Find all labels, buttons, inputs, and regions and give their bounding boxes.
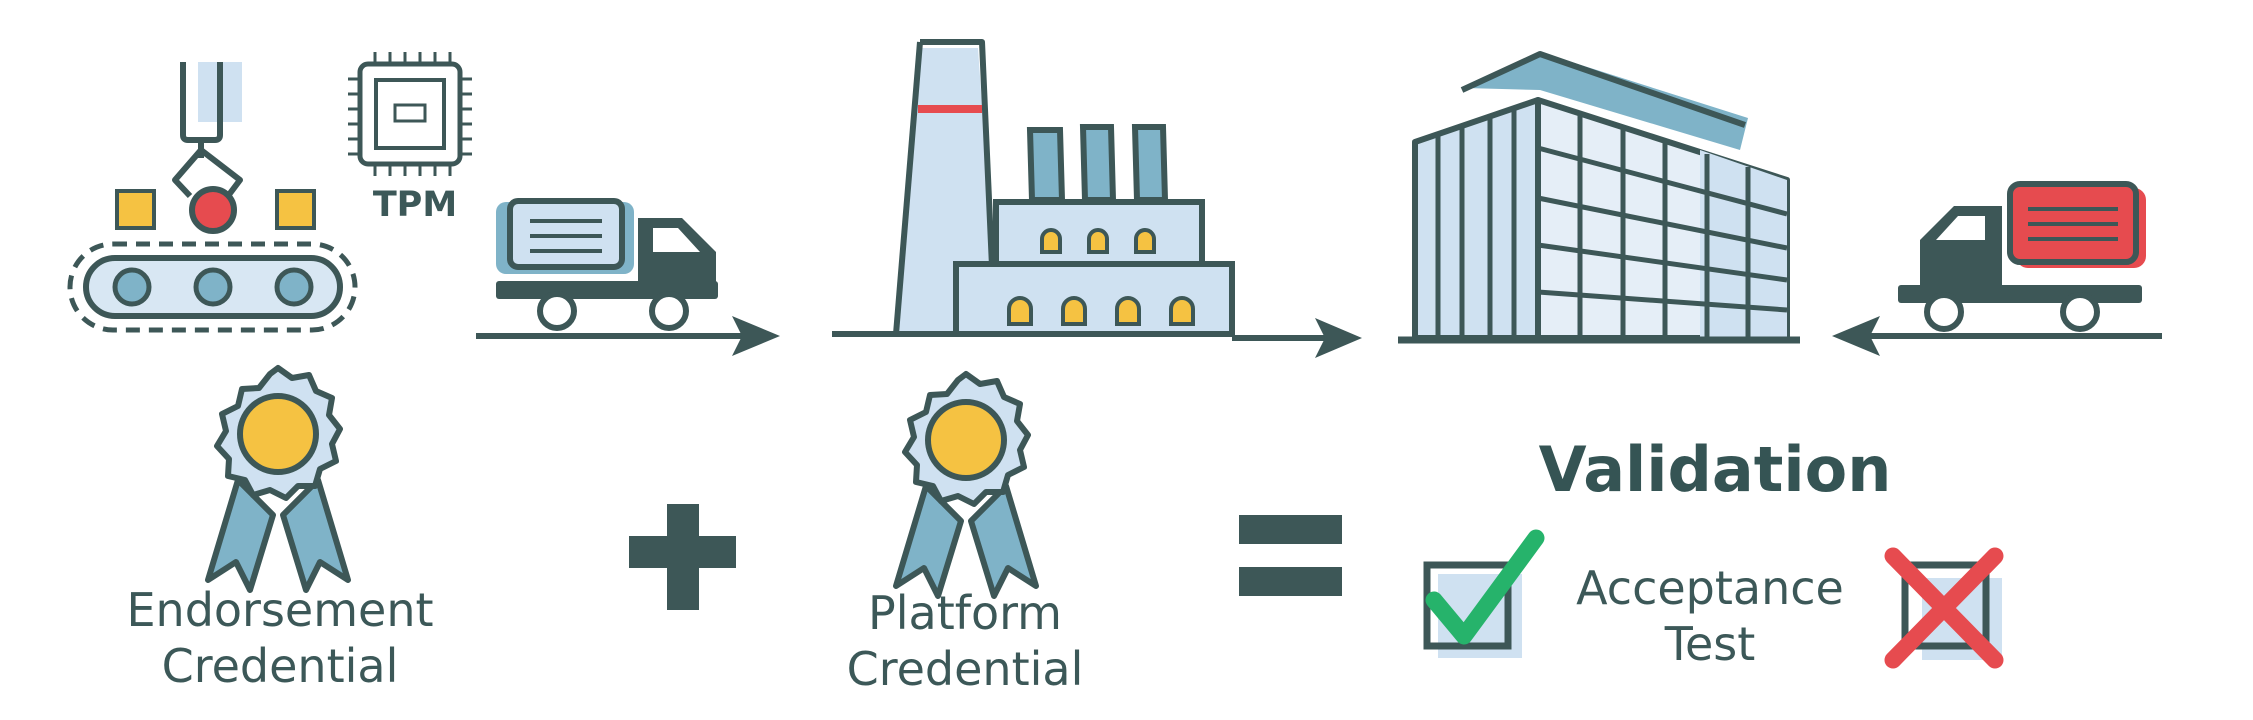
equals-icon [1239,515,1342,596]
endorsement-label-line2: Credential [161,639,399,694]
platform-credential-label: Platform Credential [800,585,1130,697]
acceptance-label-line1: Acceptance [1576,561,1844,615]
arrow-to-building [1232,318,1362,358]
validation-title: Validation [1538,433,1892,506]
return-truck-icon [1898,181,2146,332]
cross-icon [1884,547,2004,669]
award-ribbon-icon [208,368,348,590]
factory-icon [832,39,1235,337]
tpm-chip-icon [348,52,472,176]
acceptance-test-label: Acceptance Test [1555,560,1865,672]
endorsement-label-line1: Endorsement [126,583,434,637]
tpm-label: TPM [372,185,458,225]
acceptance-label-line2: Test [1664,617,1756,672]
office-building-icon [1398,51,1800,344]
award-ribbon-icon [896,374,1036,596]
platform-label-line1: Platform [868,586,1062,640]
arrow-to-building-return [1832,316,2162,356]
plus-icon [629,504,736,610]
endorsement-credential-label: Endorsement Credential [95,582,465,694]
arrow-to-factory [476,316,780,356]
assembly-line-icon [67,62,358,333]
platform-label-line2: Credential [846,642,1084,697]
delivery-truck-icon [496,198,718,331]
checkmark-icon [1423,529,1545,658]
